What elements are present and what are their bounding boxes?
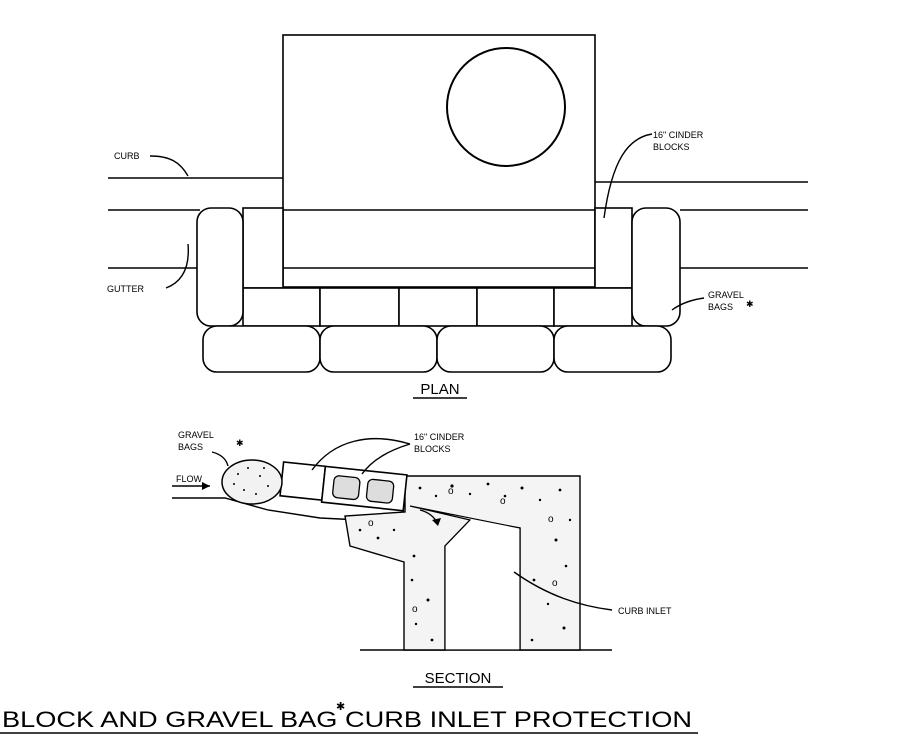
plan-view: CURB GUTTER 16" CINDER BLOCKS GRAVEL BAG… xyxy=(107,34,808,399)
gravel-bag-left xyxy=(196,207,244,327)
cinder-block-right-end xyxy=(594,207,633,289)
gutter-label: GUTTER xyxy=(107,284,144,294)
cinder-blocks-leader-section-2 xyxy=(361,443,411,475)
cinder-block-core-2 xyxy=(365,478,395,504)
drawing-title: BLOCK AND GRAVEL BAG CURB INLET PROTECTI… xyxy=(2,707,692,732)
curb-inlet-leader xyxy=(513,571,613,611)
svg-text:o: o xyxy=(448,486,454,497)
cinder-block-row-2 xyxy=(319,287,400,327)
asterisk-mark-title: ✱ xyxy=(336,701,345,713)
cinder-blocks-label-section-2: BLOCKS xyxy=(414,444,451,454)
svg-text:o: o xyxy=(412,604,418,615)
inlet-box xyxy=(282,34,596,288)
cinder-block-row-5 xyxy=(553,287,633,327)
inlet-throat-opening xyxy=(409,505,521,651)
gravel-bags-leader-plan xyxy=(671,297,705,311)
cinder-block-left-end xyxy=(242,207,284,289)
gravel-bag-bottom-4 xyxy=(553,325,672,373)
gravel-bags-label-section-2: BAGS xyxy=(178,442,203,452)
cinder-blocks-label-plan-1: 16" CINDER xyxy=(653,130,704,140)
flow-label: FLOW xyxy=(176,474,203,484)
svg-text:o: o xyxy=(552,578,558,589)
asterisk-mark-section: ✱ xyxy=(236,438,244,448)
svg-text:o: o xyxy=(548,514,554,525)
plan-caption: PLAN xyxy=(420,381,459,398)
svg-text:o: o xyxy=(368,518,374,529)
gravel-bags-label-plan-1: GRAVEL xyxy=(708,290,744,300)
gravel-bag-bottom-3 xyxy=(436,325,555,373)
asterisk-mark-plan: ✱ xyxy=(746,299,754,309)
cinder-block-section-flat xyxy=(279,461,327,502)
inlet-grate-circle xyxy=(446,47,566,167)
section-caption: SECTION xyxy=(425,670,492,687)
gravel-bags-leader-section xyxy=(211,451,229,467)
gutter-leader xyxy=(165,243,189,289)
curb-leader xyxy=(149,155,189,177)
cinder-blocks-leader-section-1 xyxy=(311,437,411,471)
gravel-bag-bottom-1 xyxy=(202,325,321,373)
cinder-blocks-leader-plan xyxy=(603,133,653,219)
cinder-blocks-label-plan-2: BLOCKS xyxy=(653,142,690,152)
gravel-bag-bottom-2 xyxy=(319,325,438,373)
concrete-aggregate: o o o o o o xyxy=(358,482,572,642)
flow-arrow-head xyxy=(202,482,210,490)
gravel-bags-label-section-1: GRAVEL xyxy=(178,430,214,440)
cinder-blocks-label-section-1: 16" CINDER xyxy=(414,432,465,442)
cinder-block-row-4 xyxy=(476,287,555,327)
gravel-bags-label-plan-2: BAGS xyxy=(708,302,733,312)
drawing-title-block: BLOCK AND GRAVEL BAG CURB INLET PROTECTI… xyxy=(0,701,698,734)
cinder-blocks-section xyxy=(279,461,408,512)
curb-inlet-label: CURB INLET xyxy=(618,606,672,616)
inlet-flow-arrow-head xyxy=(432,518,441,526)
gravel-bag-section xyxy=(221,459,283,505)
cinder-block-row-1 xyxy=(242,287,321,327)
street-surface-line xyxy=(172,497,361,521)
section-view: o o o o o o xyxy=(172,430,672,688)
cinder-block-row-3 xyxy=(398,287,478,327)
gravel-bag-right xyxy=(631,207,681,327)
svg-text:o: o xyxy=(500,496,506,507)
gravel-bag-section-texture xyxy=(233,467,269,495)
cinder-block-core-1 xyxy=(332,475,361,501)
curb-label: CURB xyxy=(114,151,140,161)
